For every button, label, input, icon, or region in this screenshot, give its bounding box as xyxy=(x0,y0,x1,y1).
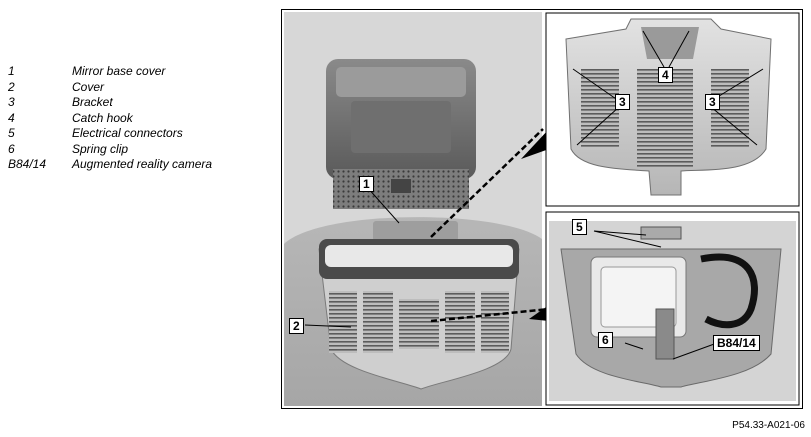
legend-text: Augmented reality camera xyxy=(72,157,213,171)
legend-text: Catch hook xyxy=(72,110,133,125)
legend-number: 6 xyxy=(8,141,15,156)
legend-row: 4 Catch hook xyxy=(8,111,212,127)
callout-electrical-connectors: 5 xyxy=(572,219,587,235)
callout-ar-camera: B84/14 xyxy=(713,335,760,351)
main-photo xyxy=(284,12,542,406)
legend-number: 5 xyxy=(8,126,15,140)
legend-text: Bracket xyxy=(72,95,113,109)
legend-row: 2 Cover xyxy=(8,80,212,96)
legend-number: 2 xyxy=(8,79,15,94)
diagram-figure: 1 2 3 3 4 5 6 B84/14 xyxy=(281,9,803,409)
legend-row: 6 Spring clip xyxy=(8,142,212,158)
callout-bracket-right: 3 xyxy=(705,94,720,110)
legend-number: 1 xyxy=(8,64,15,78)
figure-reference: P54.33-A021-06 xyxy=(732,420,805,431)
inset-bottom xyxy=(545,211,800,406)
legend: 1 Mirror base cover 2 Cover 3 Bracket 4 Catc… xyxy=(8,64,212,173)
legend-text: Mirror base cover xyxy=(72,64,166,78)
leader-lines xyxy=(304,128,550,328)
legend-number: 4 xyxy=(8,110,15,125)
callout-cover: 2 xyxy=(289,318,304,334)
legend-text: Cover xyxy=(72,79,105,94)
inset-top xyxy=(545,12,800,207)
legend-number: B84/14 xyxy=(8,157,47,171)
legend-text: Spring clip xyxy=(72,141,129,156)
legend-row: 1 Mirror base cover xyxy=(8,64,212,80)
callout-bracket-left: 3 xyxy=(615,94,630,110)
legend-text: Electrical connectors xyxy=(72,126,183,140)
callout-spring-clip: 6 xyxy=(598,332,613,348)
legend-row: 5 Electrical connectors xyxy=(8,126,212,142)
diagram-illustration xyxy=(281,9,803,409)
legend-row: 3 Bracket xyxy=(8,95,212,111)
legend-row: B84/14 Augmented reality camera xyxy=(8,157,212,173)
callout-catch-hook: 4 xyxy=(658,67,673,83)
callout-mirror-base-cover: 1 xyxy=(359,176,374,192)
legend-number: 3 xyxy=(8,95,15,109)
